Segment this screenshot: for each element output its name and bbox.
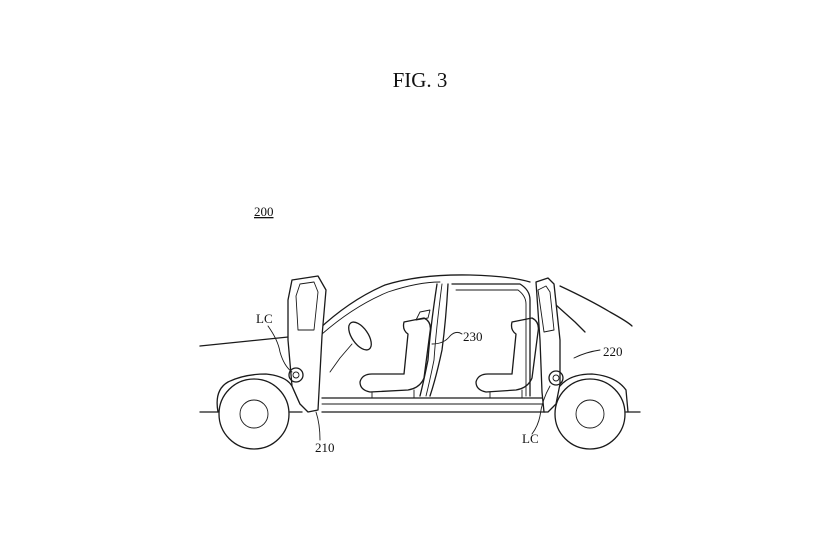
front-door	[287, 275, 327, 413]
label-seats-230: 230	[463, 329, 483, 344]
label-rear-door-220: 220	[603, 344, 623, 359]
rear-door	[535, 277, 564, 413]
door-opening	[419, 283, 531, 397]
car-body	[199, 274, 633, 413]
label-latch-rear: LC	[522, 431, 539, 446]
front-seat	[359, 309, 432, 399]
label-vehicle-200: 200	[254, 204, 274, 219]
steering-wheel	[329, 321, 372, 373]
front-wheel	[218, 378, 290, 450]
label-front-door-210: 210	[315, 440, 335, 455]
figure-title: FIG. 3	[392, 68, 448, 92]
leader-lines	[267, 325, 601, 441]
rear-wheel	[554, 378, 626, 450]
label-latch-front: LC	[256, 311, 273, 326]
rear-seat	[475, 317, 540, 399]
